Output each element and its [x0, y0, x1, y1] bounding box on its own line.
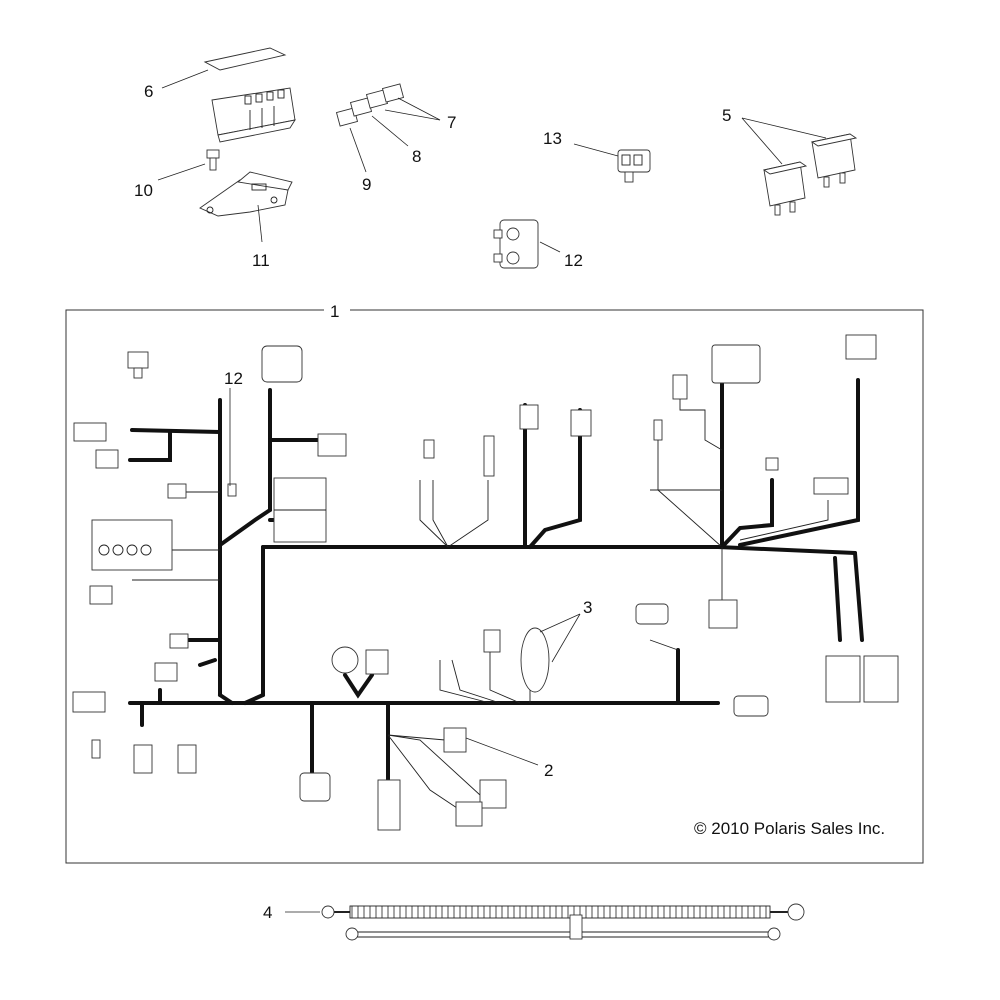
part-10-bolt: [206, 149, 220, 171]
harness-assembly-frame: [65, 309, 924, 864]
callout-9: 9: [362, 175, 371, 194]
harness-center-branches: [419, 403, 582, 549]
harness-right-branches: [650, 378, 864, 642]
part-11-bracket: [199, 171, 293, 217]
part-4-battery-cables: [321, 903, 805, 941]
part-13-connector: [617, 149, 651, 183]
callout-12-top: 12: [564, 251, 583, 270]
parts-7-8-9-fuses: [335, 83, 405, 127]
callout-1: 1: [330, 302, 339, 321]
part-6-label-fusebox: [203, 47, 296, 143]
harness-connectors: [72, 334, 899, 831]
callout-7: 7: [447, 113, 456, 132]
copyright-text: © 2010 Polaris Sales Inc.: [694, 819, 885, 838]
callout-12-harness: 12: [224, 369, 243, 388]
callout-8: 8: [412, 147, 421, 166]
harness-main-trunks: [128, 398, 857, 705]
callout-3: 3: [583, 598, 592, 617]
part-12-switch: [493, 219, 539, 269]
harness-lower-branches: [310, 639, 680, 811]
callout-2: 2: [544, 761, 553, 780]
callout-6: 6: [144, 82, 153, 101]
callout-13: 13: [543, 129, 562, 148]
callout-10: 10: [134, 181, 153, 200]
callout-4: 4: [263, 903, 272, 922]
callout-5: 5: [722, 106, 731, 125]
callout-11: 11: [252, 251, 270, 270]
part-5-relays: [762, 133, 858, 216]
